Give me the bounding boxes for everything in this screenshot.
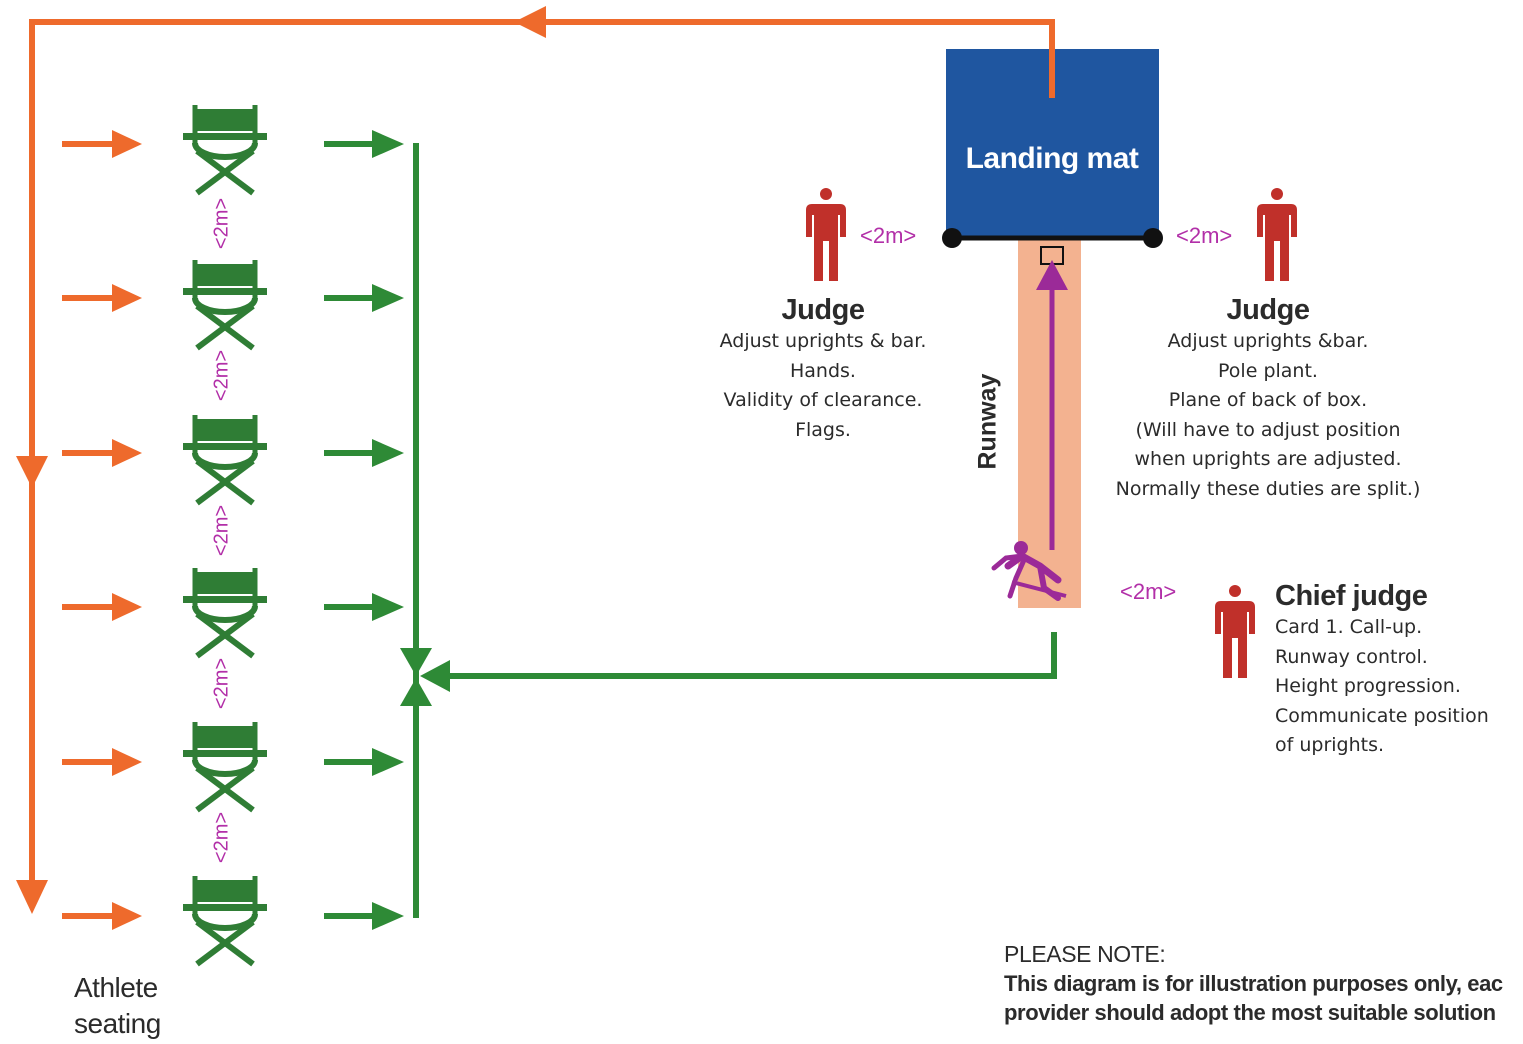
judge-left-duty: Flags.	[795, 418, 851, 441]
arrow-icon	[324, 439, 404, 467]
spacing-label-chair-4: <2m>	[210, 657, 233, 710]
spacing-label-judge-left: <2m>	[860, 223, 917, 248]
arrow-icon	[400, 678, 432, 706]
arrow-icon	[16, 456, 48, 488]
judge-left-person-icon	[806, 188, 846, 281]
spacing-label-chief-judge: <2m>	[1120, 579, 1177, 604]
athlete-seating-label: Athlete seating	[74, 970, 214, 1042]
spacing-label-chair-5: <2m>	[210, 811, 233, 864]
arrow-icon	[62, 748, 142, 776]
judge-right-title: Judge	[1226, 294, 1310, 326]
chief-judge-duty: Communicate position	[1275, 704, 1489, 727]
spacing-label-chair-2: <2m>	[210, 349, 233, 402]
arrow-icon	[324, 130, 404, 158]
crossbar	[942, 228, 1163, 248]
arrow-icon	[16, 880, 48, 914]
arrow-icon	[62, 439, 142, 467]
runway-label: Runway	[973, 373, 1002, 470]
arrow-icon	[324, 593, 404, 621]
chair-icon	[183, 415, 267, 503]
chief-judge-person-icon	[1215, 585, 1255, 678]
chair-icon	[183, 105, 267, 193]
chief-judge-duty: Runway control.	[1275, 645, 1428, 668]
please-note: PLEASE NOTE: This diagram is for illustr…	[1004, 940, 1523, 1027]
orange-return-path	[16, 6, 1055, 914]
judge-right-duty: Plane of back of box.	[1168, 389, 1368, 411]
arrow-icon	[62, 902, 142, 930]
arrow-icon	[514, 6, 546, 38]
arrow-icon	[400, 648, 432, 676]
spacing-label-chair-1: <2m>	[210, 197, 233, 250]
green-arrows-from-seats	[324, 130, 404, 930]
landing-mat-label: Landing mat	[965, 142, 1139, 175]
arrow-icon	[324, 284, 404, 312]
judge-right-duty: Adjust uprights &bar.	[1167, 330, 1369, 352]
athlete-seating-line1: Athlete	[74, 972, 158, 1003]
judge-left-duty: Adjust uprights & bar.	[719, 330, 927, 352]
spacing-label-judge-right: <2m>	[1176, 223, 1233, 248]
judge-right-duty: (Will have to adjust position	[1135, 418, 1401, 441]
judge-right-block: Judge Adjust uprights &bar. Pole plant. …	[1092, 294, 1444, 504]
athlete-seating-line2: seating	[74, 1008, 161, 1039]
green-collector-path	[400, 143, 1057, 918]
judge-left-title: Judge	[781, 294, 865, 326]
orange-arrows-to-seats	[62, 130, 142, 930]
note-line1: This diagram is for illustration purpose…	[1004, 971, 1503, 996]
note-title: PLEASE NOTE:	[1004, 941, 1166, 967]
judge-right-duty: Pole plant.	[1218, 359, 1318, 382]
judge-right-duty: when uprights are adjusted.	[1134, 448, 1402, 470]
chair-icon	[183, 722, 267, 810]
chief-judge-title: Chief judge	[1275, 580, 1428, 612]
chair-icon	[183, 260, 267, 348]
chair-icon	[183, 568, 267, 656]
vaulter-icon	[991, 541, 1067, 601]
judge-left-block: Judge Adjust uprights & bar. Hands. Vali…	[690, 294, 956, 445]
arrow-icon	[62, 130, 142, 158]
arrow-icon	[1036, 260, 1068, 290]
judge-left-duty: Hands.	[790, 359, 856, 382]
judge-right-duty: Normally these duties are split.)	[1115, 477, 1421, 500]
judge-right-person-icon	[1257, 188, 1297, 281]
arrow-icon	[62, 284, 142, 312]
arrow-icon	[420, 660, 450, 692]
arrow-icon	[62, 593, 142, 621]
arrow-icon	[324, 902, 404, 930]
chair-icon	[183, 876, 267, 964]
note-line2: provider should adopt the most suitable …	[1004, 1000, 1496, 1025]
judge-left-duty: Validity of clearance.	[723, 389, 923, 411]
chief-judge-block: Chief judge Card 1. Call-up. Runway cont…	[1275, 580, 1523, 761]
spacing-label-chair-3: <2m>	[210, 504, 233, 557]
chief-judge-duty: of uprights.	[1275, 734, 1385, 756]
chief-judge-duty: Card 1. Call-up.	[1275, 616, 1423, 638]
chief-judge-duty: Height progression.	[1275, 675, 1461, 697]
arrow-icon	[324, 748, 404, 776]
run-up-arrow	[1036, 260, 1068, 550]
